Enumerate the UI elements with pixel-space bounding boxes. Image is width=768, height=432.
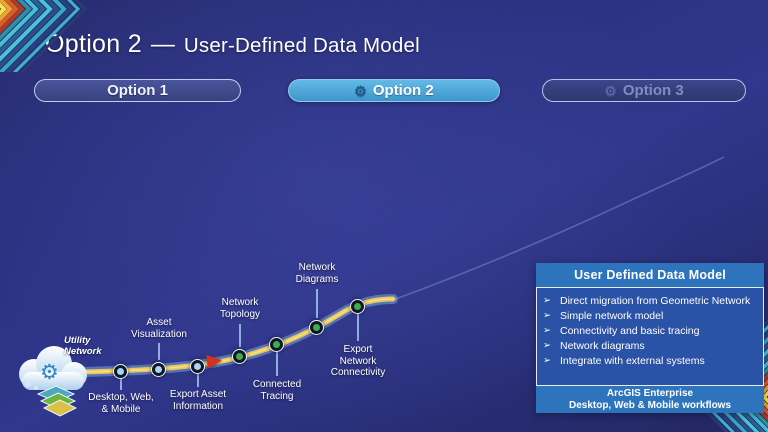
layers-icon xyxy=(36,385,78,417)
bullet-item: ➢ Network diagrams xyxy=(543,340,645,352)
title-dash: — xyxy=(150,31,175,58)
milestone-dot-export-asset-information[interactable] xyxy=(190,359,205,374)
corner-decoration-top-left xyxy=(0,0,88,72)
panel-footer: ArcGIS Enterprise Desktop, Web & Mobile … xyxy=(536,386,764,413)
panel-body: ➢ Direct migration from Geometric Networ… xyxy=(536,287,764,386)
panel-bullet-list: ➢ Direct migration from Geometric Networ… xyxy=(543,295,759,368)
milestone-label: Desktop, Web,& Mobile xyxy=(88,392,154,415)
footer-line: ArcGIS Enterprise xyxy=(606,387,694,399)
option-1-label: Option 1 xyxy=(107,82,168,99)
milestone-dot-network-topology[interactable] xyxy=(232,349,247,364)
milestone-dot-connected-tracing[interactable] xyxy=(269,337,284,352)
option-3-button[interactable]: ⚙ Option 3 xyxy=(542,79,746,102)
milestone-dot-network-diagrams[interactable] xyxy=(309,320,324,335)
title-subtitle: User-Defined Data Model xyxy=(183,34,420,57)
option-2-button[interactable]: ⚙ Option 2 xyxy=(288,79,500,102)
bullet-arrow-icon: ➢ xyxy=(543,355,551,366)
utility-network-label: Utility Network xyxy=(64,335,102,357)
option-3-label: Option 3 xyxy=(622,82,684,99)
user-defined-data-model-panel: User Defined Data Model ➢ Direct migrati… xyxy=(536,263,764,413)
milestone-dot-desktop-web-mobile[interactable] xyxy=(113,364,128,379)
footer-line: Desktop, Web & Mobile workflows xyxy=(568,399,732,411)
gear-icon: ⚙ xyxy=(604,82,617,99)
utility-network-cloud xyxy=(19,346,87,417)
bullet-item: ➢ Connectivity and basic tracing xyxy=(543,325,700,337)
milestone-dot-asset-visualization[interactable] xyxy=(151,362,166,377)
panel-header: User Defined Data Model xyxy=(536,263,764,287)
cloud-gear-icon: ⚙ xyxy=(40,361,59,384)
bullet-arrow-icon: ➢ xyxy=(543,325,551,336)
option-1-button[interactable]: Option 1 xyxy=(34,79,241,102)
bullet-arrow-icon: ➢ xyxy=(543,295,551,306)
milestone-dot-export-network-connectivity[interactable] xyxy=(350,299,365,314)
red-arrow-marker xyxy=(206,353,223,369)
bullet-item: ➢ Simple network model xyxy=(543,310,664,322)
bullet-item: ➢ Direct migration from Geometric Networ… xyxy=(543,295,751,307)
gear-icon: ⚙ xyxy=(354,82,367,99)
option-2-label: Option 2 xyxy=(372,82,434,99)
page-title: Option 2 — User-Defined Data Model xyxy=(45,30,420,59)
bullet-arrow-icon: ➢ xyxy=(543,340,551,351)
bullet-item: ➢ Integrate with external systems xyxy=(543,355,705,367)
bullet-arrow-icon: ➢ xyxy=(543,310,551,321)
